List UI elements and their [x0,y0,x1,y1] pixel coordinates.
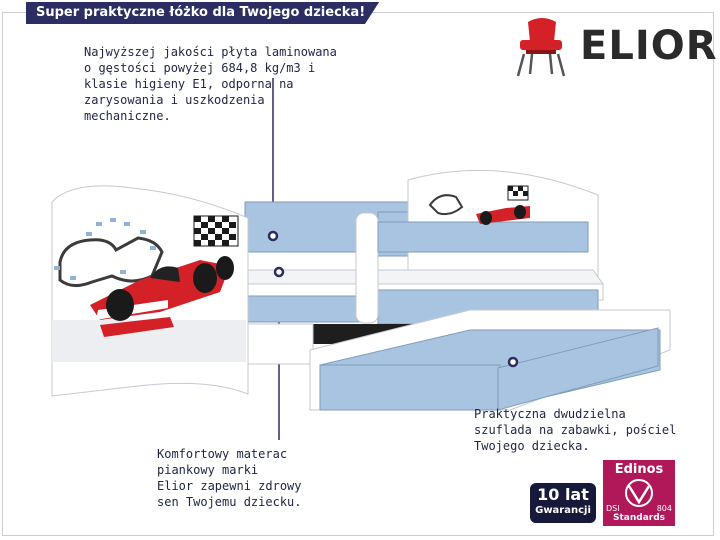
brand-logo: ELIOR [580,23,718,69]
feature-drawer-text: Praktyczna dwudzielna szuflada na zabawk… [474,407,677,453]
certificate-number: 804 [656,504,672,513]
checkered-flag-icon [193,215,239,247]
warranty-label: Gwarancji [535,505,591,516]
warranty-badge: 10 lat Gwarancji [530,483,596,523]
certificate-prefix: DSI [606,504,620,513]
feature-board-text: Najwyższej jakości płyta laminowana o gę… [84,45,337,123]
certificate-badge: Edinos DSI 804 Standards [603,460,675,526]
chair-icon [516,18,566,77]
certificate-label: Standards [612,513,666,523]
headline-banner: Super praktyczne łóżko dla Twojego dziec… [26,2,380,24]
callout-dots [267,230,519,368]
warranty-years: 10 lat [537,485,589,504]
certificate-emblem-icon [625,479,653,507]
feature-mattress-text: Komfortowy materac piankowy marki Elior … [157,447,302,509]
certificate-brand: Edinos [614,462,664,477]
race-car-illustration [90,256,234,337]
track-map-illustration [54,218,164,287]
